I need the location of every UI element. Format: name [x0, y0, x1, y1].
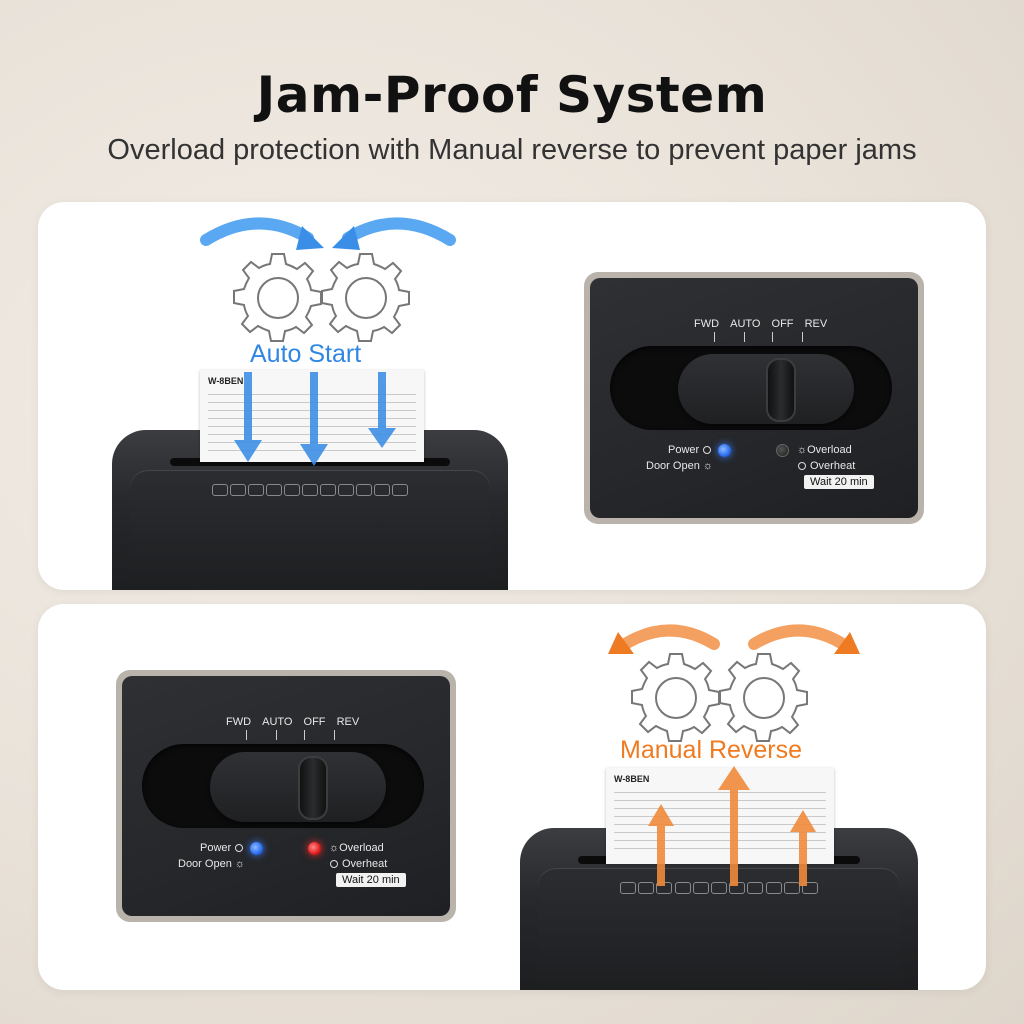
overheat-indicator: Overheat — [330, 858, 387, 870]
manual-reverse-card: FWD AUTO OFF REV Power Door Open☼ ☼Overl… — [38, 604, 986, 990]
mode-switch-knob[interactable] — [766, 358, 796, 422]
sun-icon: ☼ — [234, 858, 245, 870]
door-open-indicator: Door Open☼ — [646, 460, 713, 472]
sun-icon: ☼ — [329, 842, 340, 854]
power-indicator: Power — [668, 444, 712, 456]
warning-icons — [212, 484, 408, 498]
overload-led — [308, 842, 321, 855]
wait-badge: Wait 20 min — [804, 475, 874, 489]
mode-rev: REV — [336, 716, 360, 728]
sun-icon: ☼ — [797, 444, 808, 456]
power-led — [718, 444, 731, 457]
overload-led — [776, 444, 789, 457]
mode-labels: FWD AUTO OFF REV — [226, 716, 367, 728]
mode-fwd: FWD — [226, 716, 252, 728]
sun-icon: ☼ — [702, 460, 713, 472]
mode-rev: REV — [804, 318, 828, 330]
mode-switch-knob[interactable] — [298, 756, 328, 820]
control-panel-reverse: FWD AUTO OFF REV Power Door Open☼ ☼Overl… — [116, 670, 456, 922]
mode-fwd: FWD — [694, 318, 720, 330]
up-arrows-icon — [648, 766, 816, 886]
page-subtitle: Overload protection with Manual reverse … — [107, 134, 917, 166]
down-arrows-icon — [234, 372, 396, 466]
control-panel-auto: FWD AUTO OFF REV Power Door Open☼ ☼Overl… — [584, 272, 924, 524]
mode-off: OFF — [303, 716, 326, 728]
power-led — [250, 842, 263, 855]
overload-indicator: ☼Overload — [797, 444, 852, 456]
mode-off: OFF — [771, 318, 794, 330]
auto-start-label: Auto Start — [250, 340, 362, 368]
wait-badge: Wait 20 min — [336, 873, 406, 887]
mode-auto: AUTO — [730, 318, 761, 330]
manual-reverse-label: Manual Reverse — [620, 736, 803, 764]
paper-slot — [170, 458, 450, 466]
mode-labels: FWD AUTO OFF REV — [694, 318, 835, 330]
overload-indicator: ☼Overload — [329, 842, 384, 854]
page-title: Jam-Proof System — [256, 66, 768, 124]
gears-icon — [200, 217, 456, 342]
mode-auto: AUTO — [262, 716, 293, 728]
door-open-indicator: Door Open☼ — [178, 858, 245, 870]
power-indicator: Power — [200, 842, 244, 854]
paper-title: W-8BEN — [614, 774, 650, 784]
paper-sheet: W-8BEN — [606, 768, 834, 864]
overheat-indicator: Overheat — [798, 460, 855, 472]
gears-icon — [608, 624, 860, 742]
auto-start-card: W-8BEN Auto Start — [38, 202, 986, 590]
paper-title: W-8BEN — [208, 376, 244, 386]
